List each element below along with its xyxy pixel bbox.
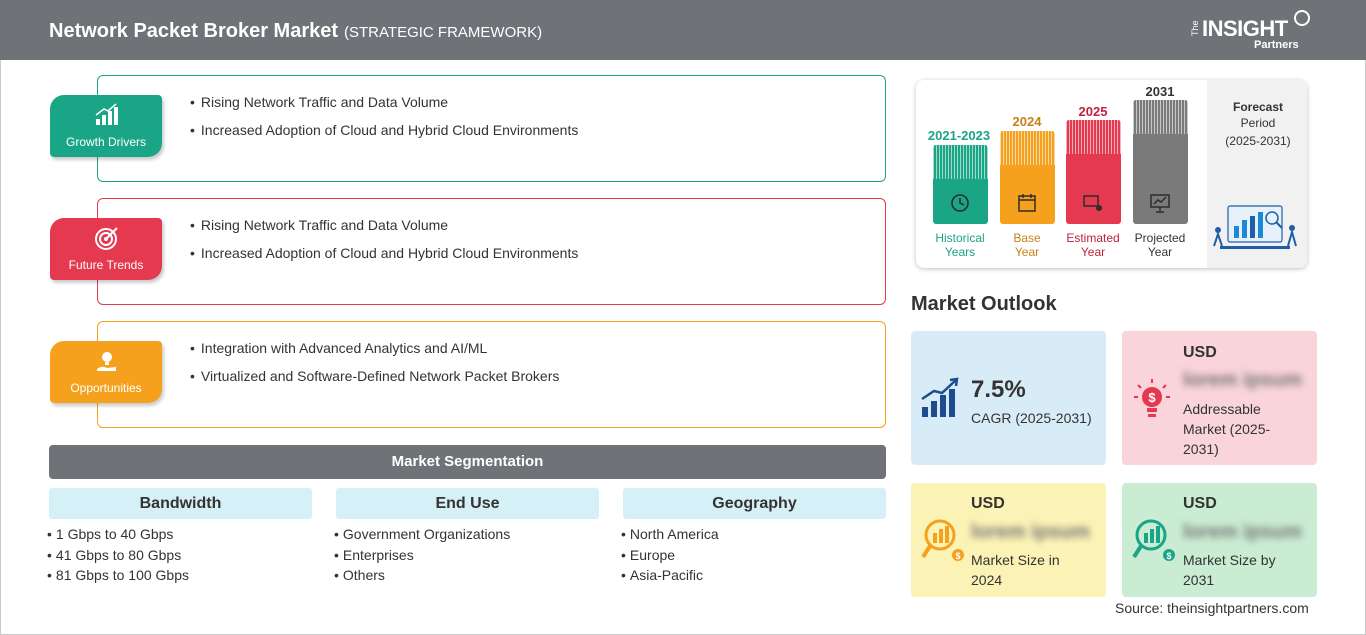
history-icon	[951, 194, 969, 212]
header-bar: Network Packet Broker Market(STRATEGIC F…	[0, 0, 1366, 60]
bar-year-estimated: 2025	[1078, 104, 1108, 119]
magnifier-chart-icon: $	[921, 519, 964, 561]
bar-year-historical: 2021-2023	[927, 128, 991, 143]
page-title: Network Packet Broker Market(STRATEGIC F…	[49, 20, 543, 42]
future-trends-list: Rising Network Traffic and Data Volume I…	[190, 217, 578, 273]
size-2031-value: lorem ipsum	[1183, 521, 1302, 543]
cagr-card: 7.5% CAGR (2025-2031)	[911, 331, 1106, 465]
market-size-2024-card: $ USD lorem ipsum Market Size in 2024	[911, 483, 1106, 597]
addressable-value: lorem ipsum	[1183, 369, 1302, 391]
size-2024-label: Market Size in 2024	[971, 552, 1060, 588]
growth-drivers-list: Rising Network Traffic and Data Volume I…	[190, 94, 578, 150]
list-item: North America	[621, 526, 719, 547]
svg-text:$: $	[1166, 551, 1171, 561]
addressable-label: Addressable Market (2025-2031)	[1183, 401, 1271, 457]
list-item: Europe	[621, 547, 719, 568]
list-item: 41 Gbps to 80 Gbps	[47, 547, 189, 568]
bar-estimated	[1066, 120, 1121, 224]
logo-the: The	[1190, 20, 1200, 36]
estimate-icon	[1083, 195, 1102, 211]
presentation-icon	[1150, 194, 1170, 213]
analytics-people-icon	[1213, 205, 1297, 249]
addressable-currency: USD	[1183, 344, 1217, 361]
svg-text:$: $	[1148, 390, 1156, 405]
list-item: Increased Adoption of Cloud and Hybrid C…	[190, 122, 578, 138]
list-item: Enterprises	[334, 547, 510, 568]
size-2031-label: Market Size by 2031	[1183, 552, 1276, 588]
size-2031-currency: USD	[1183, 495, 1217, 512]
cagr-value: 7.5%	[971, 376, 1026, 403]
badge-label: Growth Drivers	[65, 135, 146, 149]
svg-text:$: $	[955, 551, 960, 561]
list-item: 1 Gbps to 40 Gbps	[47, 526, 189, 547]
logo-insight: INSIGHT	[1202, 16, 1288, 41]
list-item: Others	[334, 567, 510, 588]
source-link[interactable]: Source: theinsightpartners.com	[1115, 600, 1309, 616]
list-item: Virtualized and Software-Defined Network…	[190, 368, 559, 384]
segment-list-geography: North America Europe Asia-Pacific	[621, 526, 719, 588]
list-item: Government Organizations	[334, 526, 510, 547]
size-2024-value: lorem ipsum	[971, 521, 1090, 543]
opportunities-list: Integration with Advanced Analytics and …	[190, 340, 559, 396]
logo-ring-icon	[1294, 10, 1310, 26]
cagr-label: CAGR (2025-2031)	[971, 410, 1092, 426]
lightbulb-dollar-icon: $	[1134, 379, 1170, 417]
segment-header-end-use: End Use	[336, 488, 599, 519]
growth-bars-icon	[921, 377, 959, 417]
future-trends-badge: Future Trends	[50, 218, 162, 280]
lightbulb-hand-icon	[97, 352, 116, 371]
forecast-period-label: Forecast Period (2025-2031)	[1225, 100, 1291, 148]
size-2024-currency: USD	[971, 495, 1005, 512]
segment-header-geography: Geography	[623, 488, 886, 519]
segment-list-bandwidth: 1 Gbps to 40 Gbps 41 Gbps to 80 Gbps 81 …	[47, 526, 189, 588]
bar-year-base: 2024	[1012, 114, 1042, 129]
bar-projected	[1133, 100, 1188, 224]
list-item: 81 Gbps to 100 Gbps	[47, 567, 189, 588]
opportunities-badge: Opportunities	[50, 341, 162, 403]
growth-drivers-badge: Growth Drivers	[50, 95, 162, 157]
badge-label: Future Trends	[68, 258, 144, 272]
segmentation-title: Market Segmentation	[49, 445, 886, 479]
logo-partners: Partners	[1254, 39, 1299, 51]
page-subtitle: (STRATEGIC FRAMEWORK)	[344, 24, 543, 41]
list-item: Rising Network Traffic and Data Volume	[190, 217, 578, 233]
bar-year-projected: 2031	[1145, 84, 1175, 99]
target-icon	[95, 227, 118, 250]
bar-historical	[933, 145, 988, 224]
list-item: Increased Adoption of Cloud and Hybrid C…	[190, 245, 578, 261]
market-size-2031-card: $ USD lorem ipsum Market Size by 2031	[1122, 483, 1317, 597]
insight-partners-logo[interactable]: The INSIGHT Partners	[1190, 10, 1310, 54]
growth-drivers-panel: Rising Network Traffic and Data Volume I…	[97, 75, 886, 182]
bar-base	[1000, 131, 1055, 224]
growth-chart-icon	[95, 103, 118, 125]
segment-list-end-use: Government Organizations Enterprises Oth…	[334, 526, 510, 588]
badge-label: Opportunities	[70, 381, 142, 395]
future-trends-panel: Rising Network Traffic and Data Volume I…	[97, 198, 886, 305]
market-outlook-title: Market Outlook	[911, 293, 1057, 315]
segment-header-bandwidth: Bandwidth	[49, 488, 312, 519]
calendar-icon	[1018, 194, 1036, 212]
magnifier-growth-icon: $	[1132, 519, 1175, 561]
list-item: Integration with Advanced Analytics and …	[190, 340, 559, 356]
list-item: Asia-Pacific	[621, 567, 719, 588]
opportunities-panel: Integration with Advanced Analytics and …	[97, 321, 886, 428]
addressable-market-card: $ USD lorem ipsum Addressable Market (20…	[1122, 331, 1317, 465]
list-item: Rising Network Traffic and Data Volume	[190, 94, 578, 110]
